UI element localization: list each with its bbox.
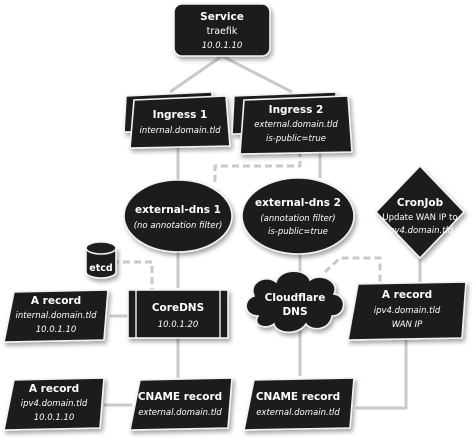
cname-right-node: CNAME record external.domain.tld (243, 377, 355, 431)
arecord-local-node: A record ipv4.domain.tld 10.0.1.10 (3, 377, 105, 431)
arecord-internal-title: A record (31, 295, 81, 307)
connector-cloudflare-arecord-wan (323, 256, 382, 282)
arecord-wan-title: A record (382, 289, 432, 301)
etcd-cylinder-body (85, 247, 117, 279)
cronjob-diamond (374, 164, 466, 260)
extdns2-annotation: is-public=true (268, 227, 328, 237)
arecord-internal-box (3, 289, 109, 343)
coredns-node: CoreDNS 10.0.1.20 (127, 289, 229, 339)
arecord-wan-host: ipv4.domain.tld (374, 306, 441, 316)
extdns1-ellipse (123, 179, 233, 253)
cloud-icon (245, 270, 345, 334)
cname-right-box (243, 377, 355, 431)
connector-etcd-coredns (112, 260, 154, 292)
arecord-internal-ip: 10.0.1.10 (36, 325, 77, 335)
ingress2-stack-front (239, 95, 353, 155)
service-ip: 10.0.1.10 (202, 41, 243, 51)
cloudflare-node: Cloudflare DNS (245, 270, 345, 334)
service-name: traefik (207, 26, 238, 37)
connector-service-ingress1 (169, 54, 223, 94)
etcd-node: etcd (85, 241, 117, 279)
extdns2-ellipse (241, 177, 355, 255)
cronjob-title: CronJob (397, 197, 444, 209)
ingress2-annotation: is-public=true (266, 134, 326, 144)
cname-left-node: CNAME record external.domain.tld (129, 377, 233, 431)
arecord-wan-node: A record ipv4.domain.tld WAN IP (347, 281, 467, 341)
ingress2-node: Ingress 2 external.domain.tld is-public=… (231, 91, 353, 155)
connectors (104, 54, 422, 410)
extdns1-node: external-dns 1 (no annotation filter) (123, 179, 233, 253)
cname-left-title: CNAME record (138, 391, 222, 403)
coredns-box (127, 289, 229, 339)
ingress1-host: internal.domain.tld (139, 126, 221, 136)
arecord-local-title: A record (29, 383, 79, 395)
arecord-local-host: ipv4.domain.tld (21, 399, 88, 409)
cronjob-line2: ipv4.domain.tld (387, 226, 454, 236)
connector-service-ingress2 (221, 54, 293, 94)
ingress1-node: Ingress 1 internal.domain.tld (123, 91, 231, 149)
extdns2-filter: (annotation filter) (260, 214, 335, 224)
service-node: Service traefik 10.0.1.10 (173, 3, 271, 57)
etcd-cylinder-top (85, 241, 117, 255)
arecord-wan-ip: WAN IP (392, 320, 423, 330)
extdns1-filter: (no annotation filter) (134, 221, 223, 231)
service-title: Service (200, 11, 244, 23)
cronjob-line1: Update WAN IP to (382, 213, 457, 223)
arecord-local-ip: 10.0.1.10 (34, 413, 75, 423)
cname-left-host: external.domain.tld (138, 408, 222, 418)
ingress1-stack-front (129, 95, 231, 149)
coredns-title: CoreDNS (152, 302, 204, 314)
extdns1-title: external-dns 1 (135, 204, 221, 216)
arecord-local-box (3, 377, 105, 431)
arecord-wan-box (347, 281, 467, 341)
cloudflare-line1: Cloudflare (265, 292, 326, 304)
service-box (173, 3, 271, 57)
ingress1-title: Ingress 1 (153, 109, 208, 121)
cronjob-node: CronJob Update WAN IP to ipv4.domain.tld (374, 164, 466, 260)
ingress2-host: external.domain.tld (254, 120, 338, 130)
cname-right-host: external.domain.tld (256, 408, 340, 418)
connector-ingress2-extdns1 (213, 150, 302, 184)
extdns2-title: external-dns 2 (255, 197, 341, 209)
arecord-internal-node: A record internal.domain.tld 10.0.1.10 (3, 289, 109, 343)
ingress2-title: Ingress 2 (269, 104, 324, 116)
connector-arecord-wan-cname (356, 340, 408, 410)
extdns2-node: external-dns 2 (annotation filter) is-pu… (241, 177, 355, 255)
cname-right-title: CNAME record (256, 391, 340, 403)
arecord-internal-host: internal.domain.tld (15, 311, 97, 321)
cname-left-box (129, 377, 233, 431)
cloudflare-line2: DNS (282, 306, 307, 318)
coredns-ip: 10.0.1.20 (158, 320, 199, 330)
etcd-label: etcd (89, 263, 112, 274)
